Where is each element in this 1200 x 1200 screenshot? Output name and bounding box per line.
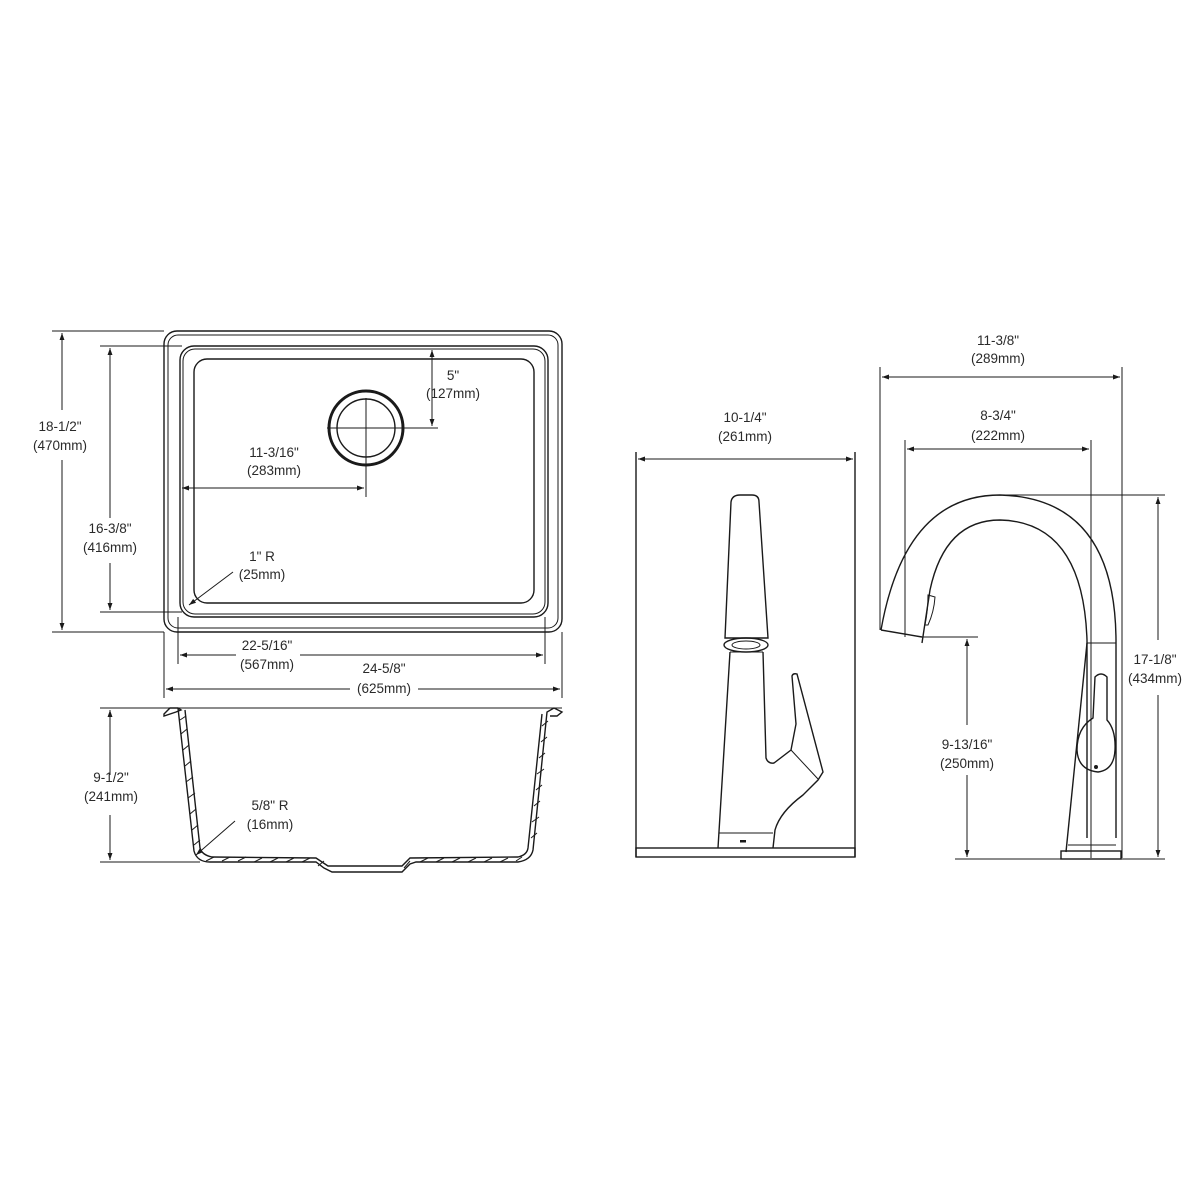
dim-bowl-depth-in: 16-3/8" xyxy=(88,521,131,536)
sink-inner-ledge xyxy=(179,345,549,618)
drain-icon xyxy=(327,389,438,497)
sink-inner-ledge-edge xyxy=(182,348,546,615)
faucet-indicator-icon xyxy=(740,840,746,843)
dim-spout-reach-in: 8-3/4" xyxy=(980,408,1016,423)
dim-spout-height-in: 9-13/16" xyxy=(942,737,993,752)
dim-faucet-width-mm: (261mm) xyxy=(718,429,772,444)
sink-outer-rim-inner-edge xyxy=(167,334,559,629)
faucet-aerator-icon xyxy=(723,637,769,653)
sink-section-view: 9-1/2" (241mm) 5/8" R (16mm) xyxy=(84,707,564,873)
dim-bowl-depth-mm: (416mm) xyxy=(83,540,137,555)
spray-button-icon xyxy=(924,594,936,626)
dim-bottom-radius-in: 5/8" R xyxy=(251,798,288,813)
dim-drain-back-mm: (127mm) xyxy=(426,386,480,401)
dim-overall-depth-mm: (470mm) xyxy=(33,438,87,453)
dim-bowl-height-mm: (241mm) xyxy=(84,789,138,804)
faucet-front-view: 10-1/4" (261mm) xyxy=(635,410,856,858)
dim-spout-height-mm: (250mm) xyxy=(940,756,994,771)
faucet-side-view: 11-3/8" (289mm) 8-3/4" (222mm) 17-1/8" (… xyxy=(879,333,1182,860)
dim-bowl-width-mm: (567mm) xyxy=(240,657,294,672)
dim-drain-back-in: 5" xyxy=(447,368,460,383)
dim-drain-left-in: 11-3/16" xyxy=(249,445,299,460)
dim-overall-reach-in: 11-3/8" xyxy=(977,333,1019,348)
faucet-spout-inner xyxy=(921,519,1088,838)
dim-overall-depth-in: 18-1/2" xyxy=(38,419,81,434)
dim-overall-height-mm: (434mm) xyxy=(1128,671,1182,686)
dim-faucet-width-in: 10-1/4" xyxy=(723,410,766,425)
sink-bowl-floor xyxy=(193,358,535,604)
dim-overall-width-mm: (625mm) xyxy=(357,681,411,696)
faucet-spout-outer xyxy=(880,494,1117,838)
dim-drain-left-mm: (283mm) xyxy=(247,463,301,478)
dim-overall-reach-mm: (289mm) xyxy=(971,351,1025,366)
dim-overall-height-in: 17-1/8" xyxy=(1133,652,1176,667)
sink-top-view: 18-1/2" (470mm) 16-3/8" (416mm) 5" (127m… xyxy=(33,330,563,698)
faucet-deck-plate xyxy=(635,847,856,858)
dim-bottom-radius-mm: (16mm) xyxy=(247,817,294,832)
faucet-handle xyxy=(1076,673,1116,773)
dim-bowl-height-in: 9-1/2" xyxy=(93,770,129,785)
faucet-spray-head xyxy=(724,494,769,639)
dim-overall-width-in: 24-5/8" xyxy=(362,661,405,676)
dim-corner-radius-mm: (25mm) xyxy=(239,567,286,582)
faucet-body xyxy=(717,651,824,849)
dim-spout-reach-mm: (222mm) xyxy=(971,428,1025,443)
dim-bowl-width-in: 22-5/16" xyxy=(242,638,293,653)
dim-corner-radius-in: 1" R xyxy=(249,549,275,564)
sink-outer-rim xyxy=(163,330,563,633)
